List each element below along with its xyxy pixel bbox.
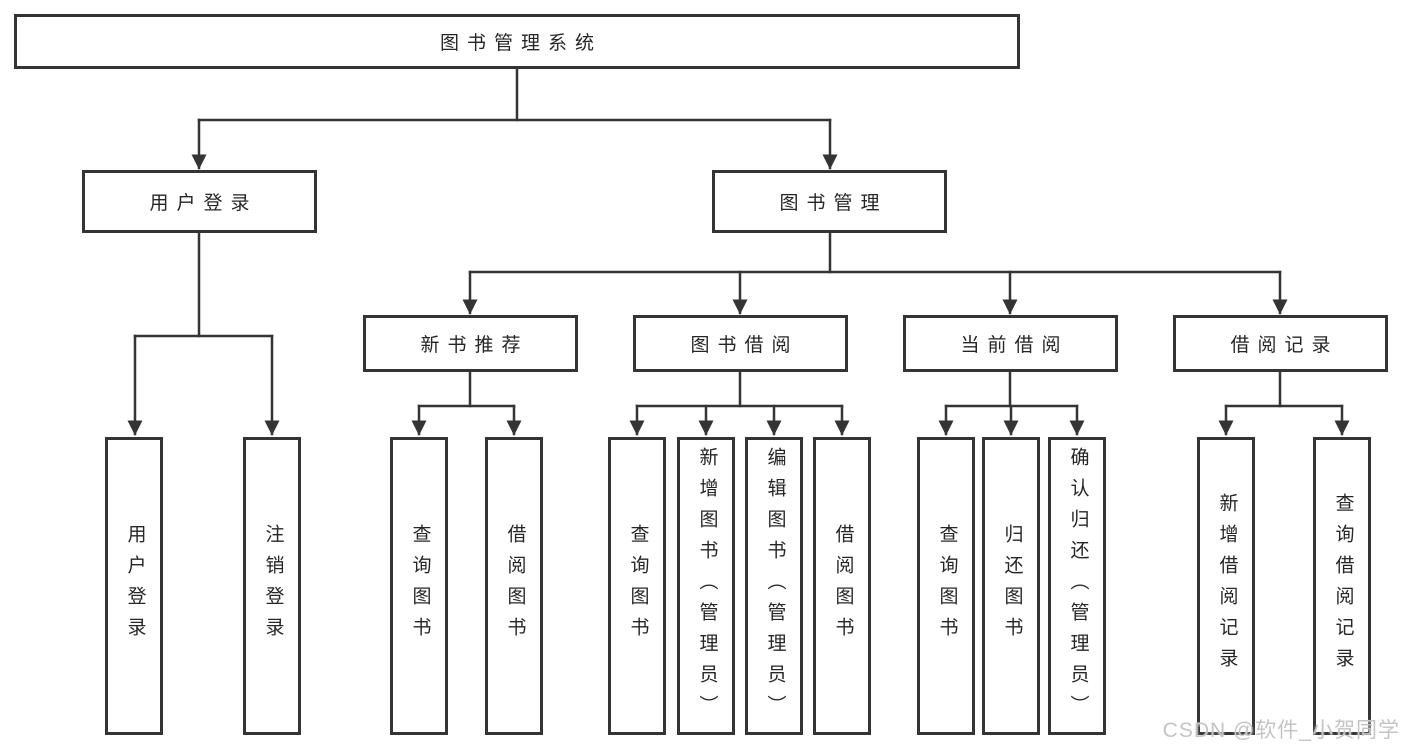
branch-book-management-label: 图书管理: [779, 193, 888, 214]
leaf-return-book: 归还图书: [982, 437, 1040, 735]
leaf-confirm-return-admin: 确认归还（管理员）: [1048, 437, 1106, 735]
leaf-logout: 注销登录: [243, 437, 301, 735]
leaf-confirm-return-admin-label: 确认归还（管理员）: [1067, 446, 1089, 726]
branch-current-borrow-label: 当前借阅: [960, 335, 1069, 356]
leaf-user-login: 用户登录: [105, 437, 163, 735]
leaf-return-book-label: 归还图书: [1001, 524, 1023, 648]
leaf-query-borrow-record: 查询借阅记录: [1313, 437, 1371, 735]
branch-book-borrow: 图书借阅: [633, 315, 848, 372]
branch-book-borrow-label: 图书借阅: [690, 335, 799, 356]
leaf-edit-book-admin: 编辑图书（管理员）: [745, 437, 803, 735]
branch-book-management: 图书管理: [712, 170, 947, 233]
leaf-query-books-current-label: 查询图书: [936, 524, 958, 648]
leaf-borrow-books-recommend: 借阅图书: [485, 437, 543, 735]
branch-current-borrow: 当前借阅: [903, 315, 1118, 372]
leaf-borrow-books-label: 借阅图书: [832, 524, 854, 648]
branch-user-login-label: 用户登录: [149, 193, 258, 214]
leaf-logout-label: 注销登录: [262, 524, 284, 648]
leaf-edit-book-admin-label: 编辑图书（管理员）: [764, 446, 786, 726]
leaf-query-books-recommend-label: 查询图书: [409, 524, 431, 648]
leaf-borrow-books: 借阅图书: [813, 437, 871, 735]
root-node-label: 图书管理系统: [439, 33, 602, 54]
watermark: CSDN @软件_小贺同学: [1162, 719, 1400, 742]
leaf-add-book-admin-label: 新增图书（管理员）: [696, 446, 718, 726]
branch-new-book-recommend-label: 新书推荐: [420, 335, 529, 356]
branch-borrow-records: 借阅记录: [1173, 315, 1388, 372]
leaf-query-books-recommend: 查询图书: [390, 437, 448, 735]
leaf-query-books-borrow: 查询图书: [608, 437, 666, 735]
leaf-query-books-borrow-label: 查询图书: [627, 524, 649, 648]
branch-user-login: 用户登录: [82, 170, 317, 233]
root-node: 图书管理系统: [14, 14, 1020, 69]
leaf-borrow-books-recommend-label: 借阅图书: [504, 524, 526, 648]
branch-new-book-recommend: 新书推荐: [363, 315, 578, 372]
leaf-query-books-current: 查询图书: [917, 437, 975, 735]
branch-borrow-records-label: 借阅记录: [1230, 335, 1339, 356]
leaf-add-borrow-record: 新增借阅记录: [1197, 437, 1255, 735]
leaf-query-borrow-record-label: 查询借阅记录: [1332, 493, 1354, 679]
leaf-user-login-label: 用户登录: [124, 524, 146, 648]
leaf-add-book-admin: 新增图书（管理员）: [677, 437, 735, 735]
leaf-add-borrow-record-label: 新增借阅记录: [1216, 493, 1238, 679]
